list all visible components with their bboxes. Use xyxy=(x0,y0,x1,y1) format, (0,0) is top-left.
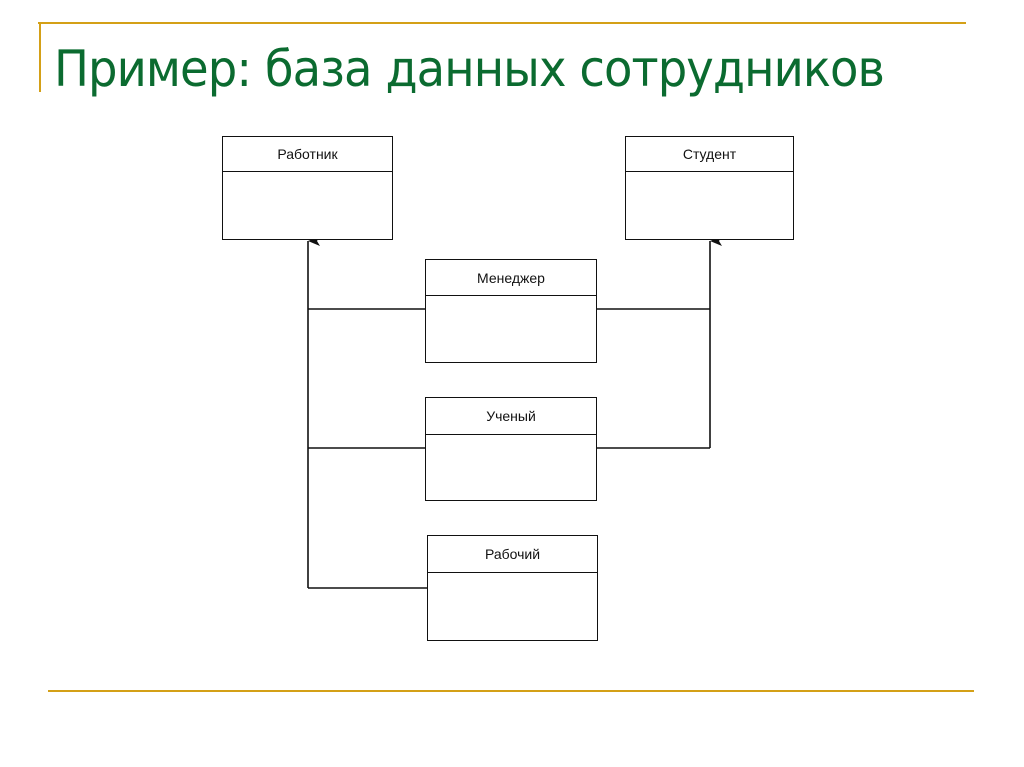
class-student: Студент xyxy=(625,136,794,240)
class-name: Рабочий xyxy=(428,536,597,573)
bottom-rule xyxy=(48,690,974,692)
class-manager: Менеджер xyxy=(425,259,597,363)
class-name: Студент xyxy=(626,137,793,172)
class-laborer: Рабочий xyxy=(427,535,598,641)
class-worker: Работник xyxy=(222,136,393,240)
left-rule xyxy=(39,22,41,92)
class-name: Менеджер xyxy=(426,260,596,296)
class-scientist: Ученый xyxy=(425,397,597,501)
class-name: Ученый xyxy=(426,398,596,435)
class-name: Работник xyxy=(223,137,392,172)
top-rule xyxy=(38,22,966,24)
slide-title: Пример: база данных сотрудников xyxy=(54,40,885,98)
